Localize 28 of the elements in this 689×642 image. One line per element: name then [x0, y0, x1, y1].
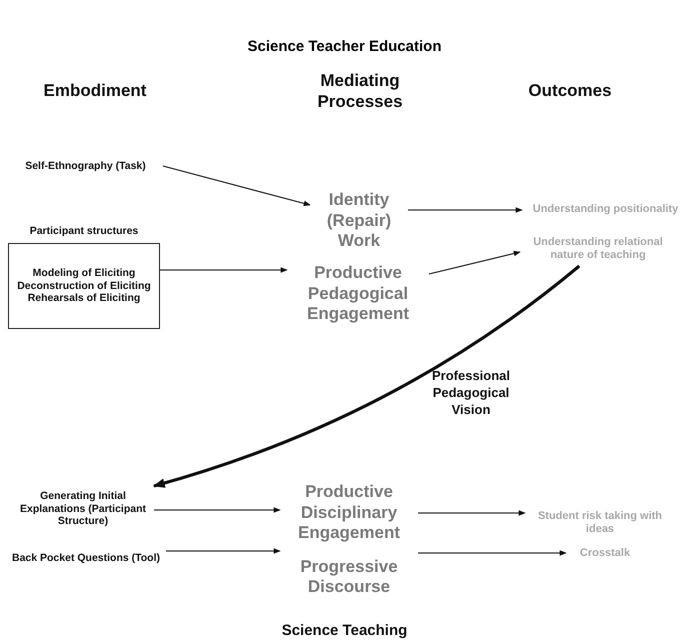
outcome-label: Crosstalk	[580, 547, 630, 561]
curved-arrow	[152, 264, 580, 488]
process-label: Progressive Discourse	[299, 556, 399, 598]
column-header: Mediating Processes	[316, 70, 404, 112]
arrow	[428, 250, 521, 275]
column-header: Outcomes	[527, 80, 613, 102]
arrow	[160, 267, 288, 273]
arrow	[408, 207, 523, 213]
arrow	[154, 507, 281, 513]
arrow	[162, 165, 311, 206]
edge-label: Professional Pedagogical Vision	[430, 368, 512, 419]
arrow	[418, 510, 526, 516]
diagram-title: Science Teacher Education	[246, 38, 442, 55]
arrow	[166, 548, 281, 554]
structure-box: Modeling of Eliciting Deconstruction of Eliciting Rehearsals of Eliciting	[8, 243, 160, 329]
column-header: Embodiment	[42, 80, 148, 102]
group-heading: Participant structures	[30, 225, 138, 239]
arrow	[418, 550, 567, 556]
outcome-label: Student risk taking with ideas	[536, 510, 664, 536]
source-label: Back Pocket Questions (Tool)	[12, 552, 160, 564]
process-label: Productive Pedagogical Engagement	[306, 263, 410, 325]
source-label: Generating Initial Explanations (Participant Structure)	[18, 490, 148, 528]
source-label: Self-Ethnography (Task)	[25, 160, 146, 172]
footer-title: Science Teaching	[280, 622, 408, 641]
outcome-label: Understanding positionality	[532, 203, 678, 217]
process-label: Identity (Repair) Work	[326, 190, 392, 252]
process-label: Productive Disciplinary Engagement	[296, 482, 402, 544]
outcome-label: Understanding relational nature of teaching	[532, 236, 664, 262]
